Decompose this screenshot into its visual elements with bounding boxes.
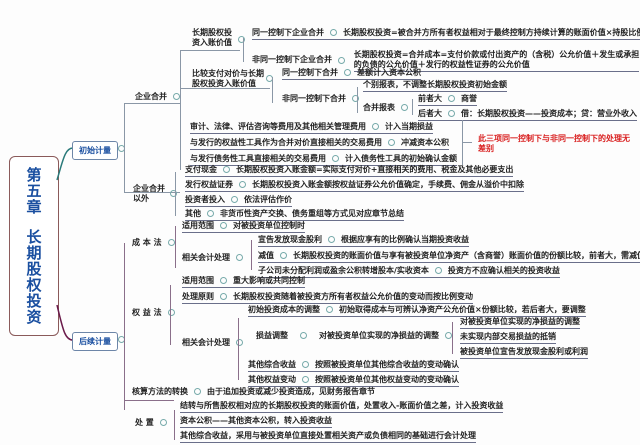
node-former-larger[interactable]: 前者大商誉 bbox=[418, 94, 477, 106]
root-char: 权 bbox=[26, 276, 42, 294]
node-subsidiary-profit[interactable]: 子公司未分配利润或盈余公积转增股本/实收资本投资方不应确认相关的投资收益 bbox=[258, 266, 560, 278]
node-equity-scope[interactable]: 适用范围重大影响或共同控制 bbox=[182, 276, 305, 288]
root-char: 投 bbox=[26, 292, 42, 310]
node-pnl-item-1[interactable]: 对被投资单位实现的净损益的调整 bbox=[460, 317, 580, 329]
node-investor-contribution[interactable]: 投资者投入依法评估作价 bbox=[185, 195, 292, 207]
node-initial-cost-adjust[interactable]: 初始投资成本的调整初始取得成本与可辨认净资产公允价值×份额比较，若后者大，要调整 bbox=[248, 305, 586, 317]
node-non-same-control-merger[interactable]: 非同一控制下企业合并 长期股权投资=合并成本=支付价款或付出资产的（含税）公允价… bbox=[252, 50, 640, 72]
node-pnl-item-2[interactable]: 未实现内部交易损益的抵销 bbox=[460, 332, 556, 344]
node-cost-scope[interactable]: 适用范围对被投资单位控制时 bbox=[182, 221, 305, 233]
node-initial-measurement[interactable]: 初始计量 bbox=[72, 141, 118, 160]
node-cash-dividend[interactable]: 宣告发放现金股利根据应享有的比例确认当期投资收益 bbox=[258, 235, 469, 247]
node-consolidated-statements[interactable]: 合并报表 bbox=[363, 103, 414, 113]
node-pay-cash[interactable]: 支付现金长期股权投资入账金额=实际支付对价+直接相关的费用、税金及其他必要支出 bbox=[185, 165, 514, 177]
node-issue-equity[interactable]: 发行权益证券长期股权投资入账金额按权益证券公允价值确定，手续费、佣金从溢价中扣除 bbox=[185, 180, 524, 192]
root-title: 长 期 股 权 投 资 bbox=[10, 229, 58, 325]
node-oci[interactable]: 其他综合收益按照被投资单位其他综合收益的变动确认 bbox=[248, 360, 459, 372]
node-disposal-item-1[interactable]: 结转与所售股权相对应的长期股权投资的账面价值，处置收入-账面价值之差，计入投资收… bbox=[180, 401, 504, 413]
node-disposal[interactable]: 处 置 bbox=[135, 418, 173, 428]
node-cost-2[interactable]: 与发行的权益性工具作为合并对价直接相关的交易费用冲减资本公积 bbox=[190, 138, 449, 150]
node-cost-method[interactable]: 成 本 法 bbox=[132, 238, 181, 248]
node-equity-method[interactable]: 权 益 法 bbox=[132, 308, 181, 318]
node-compare-same-control[interactable]: 同一控制下合并差额计入资本公积 bbox=[282, 68, 421, 80]
collapse-toggle-icon[interactable] bbox=[173, 93, 180, 100]
root-chapter: 第 五 章 bbox=[10, 167, 58, 215]
node-subsequent-measurement[interactable]: 后续计量 bbox=[72, 332, 118, 351]
root-char: 资 bbox=[26, 308, 42, 326]
root-char: 五 bbox=[26, 182, 42, 200]
node-other-equity[interactable]: 其他权益变动按照被投资单位其他权益变动的变动确认 bbox=[248, 375, 459, 387]
node-impairment[interactable]: 减值长期股权投资的账面价值与享有被投资单位净资产（含商誉）账面价值的份额比较，前… bbox=[258, 251, 640, 263]
node-other[interactable]: 其他非货币性资产交换、债务重组等方式见对应章节总结 bbox=[185, 209, 404, 221]
collapse-toggle-icon[interactable] bbox=[238, 36, 245, 43]
node-disposal-item-2[interactable]: 资本公积——其他资本公积，转入投资收益 bbox=[180, 416, 332, 428]
root-node[interactable]: 第 五 章 长 期 股 权 投 资 bbox=[9, 156, 59, 336]
root-char: 长 bbox=[26, 228, 42, 246]
node-book-value[interactable]: 长期股权投 资入账价值 bbox=[192, 28, 232, 47]
node-equity-accounting[interactable]: 相关会计处理 bbox=[182, 338, 249, 348]
node-compare-consideration[interactable]: 比较支付对价与长期 股权投资入账价值 bbox=[192, 69, 264, 88]
node-business-merger[interactable]: 企业合并 bbox=[135, 92, 186, 102]
node-cost-accounting[interactable]: 相关会计处理 bbox=[182, 253, 249, 263]
node-non-merger[interactable]: 企业合并 以外 bbox=[133, 184, 165, 203]
node-disposal-item-3[interactable]: 其他综合收益，采用与被投资单位直接处置相关资产或负债相同的基础进行会计处理 bbox=[180, 431, 476, 443]
node-method-conversion[interactable]: 核算方法的转换由于追加投资或减少投资造成，见财务报告章节 bbox=[132, 387, 375, 396]
node-equity-principle[interactable]: 处理原则长期股权投资随着被投资方所有者权益公允价值的变动而按比例变动 bbox=[182, 292, 473, 304]
node-pnl-adjust[interactable]: 损益调整对被投资单位实现的净损益的调整 bbox=[256, 331, 458, 341]
node-separate-statements[interactable]: 个别报表，不调整长期股权投资初始金额 bbox=[363, 80, 507, 92]
node-same-control-merger[interactable]: 同一控制下企业合并长期股权投资=被合并方所有者权益相对于最终控制方持续计算的账面… bbox=[252, 28, 640, 40]
node-compare-non-same-control[interactable]: 非同一控制下合并 bbox=[282, 94, 365, 104]
root-connectors bbox=[56, 147, 74, 341]
root-char: 股 bbox=[26, 260, 42, 278]
root-char: 期 bbox=[26, 244, 42, 262]
note-no-difference: 此三项同一控制下与非同一控制下的处理无 差别 bbox=[478, 134, 630, 153]
node-cost-1[interactable]: 审计、法律、评估咨询等费用及其他相关管理费用计入当期损益 bbox=[190, 122, 433, 134]
node-cost-3[interactable]: 与发行债务性工具直接相关的交易费用计入债务性工具的初始确认金额 bbox=[190, 154, 457, 166]
root-char: 章 bbox=[26, 198, 42, 216]
node-latter-larger[interactable]: 后者大借：长期股权投资——投资成本；贷：营业外收入 bbox=[418, 109, 637, 121]
node-pnl-item-3[interactable]: 被投资单位宣告发放现金股利或利润 bbox=[460, 347, 588, 359]
root-char: 第 bbox=[26, 166, 42, 184]
